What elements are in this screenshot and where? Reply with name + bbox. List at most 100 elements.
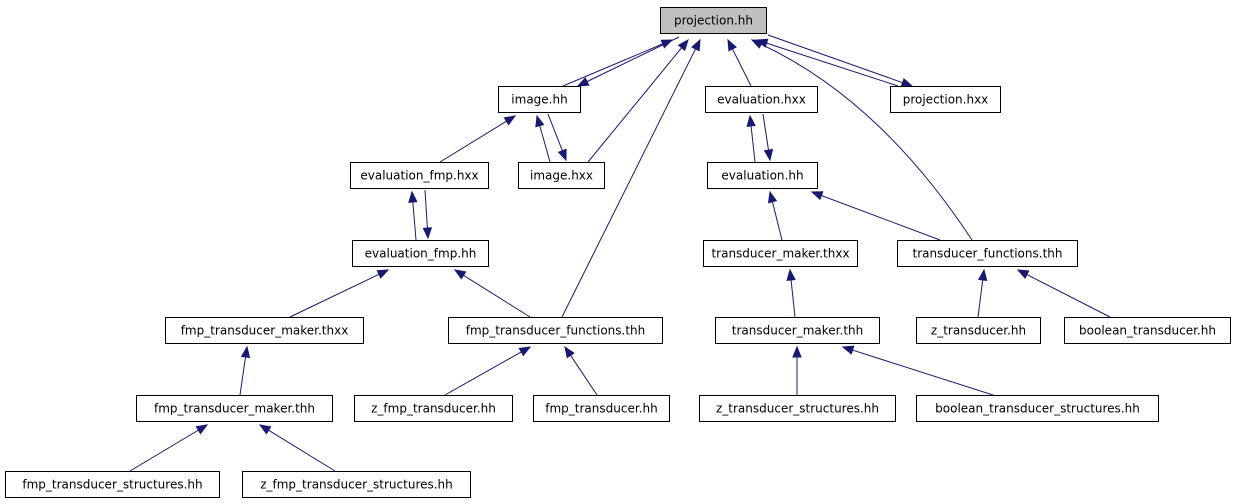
- node-box: [916, 317, 1041, 344]
- node-label: z_transducer.hh: [931, 324, 1026, 338]
- node-label: z_transducer_structures.hh: [716, 402, 879, 416]
- arrowhead-icon: [258, 424, 272, 435]
- edge-line: [852, 349, 994, 396]
- edge-transducer_maker_thh-to-transducer_maker_thxx: [786, 268, 796, 318]
- node-label: evaluation.hh: [721, 169, 803, 183]
- edge-line: [586, 36, 680, 83]
- edge-fmp_transducer_structures_hh-to-fmp_transducer_maker_thh: [129, 424, 209, 472]
- node-label: transducer_maker.thxx: [711, 247, 849, 261]
- node-boolean-transducer-structures-hh[interactable]: boolean_transducer_structures.hh: [916, 395, 1159, 422]
- node-label: projection.hxx: [903, 93, 989, 107]
- arrowhead-icon: [746, 114, 756, 127]
- node-transducer-maker-thxx[interactable]: transducer_maker.thxx: [703, 240, 858, 267]
- arrowhead-icon: [786, 268, 796, 281]
- edge-line: [129, 429, 199, 472]
- edge-line: [444, 351, 522, 396]
- edge-image_hxx-to-projection_hh: [587, 38, 689, 163]
- edge-fmp_transducer_hh-to-fmp_transducer_functions_thh: [564, 345, 598, 396]
- node-label: projection.hh: [674, 14, 753, 28]
- arrowhead-icon: [240, 345, 251, 359]
- arrowhead-icon: [453, 269, 467, 280]
- edge-line: [463, 274, 531, 318]
- edge-line: [539, 125, 551, 163]
- node-projection-hh[interactable]: projection.hh: [660, 7, 767, 34]
- node-z-fmp-transducer-hh[interactable]: z_fmp_transducer.hh: [354, 395, 513, 422]
- graph-edges: [129, 34, 1111, 472]
- edge-transducer_functions_thh-to-evaluation_hh: [810, 191, 941, 241]
- node-label: z_fmp_transducer_structures.hh: [260, 478, 453, 492]
- graph-nodes: projection.hh image.hh evaluation.hxx proje…: [5, 7, 1231, 498]
- arrowhead-icon: [677, 38, 689, 52]
- edge-projection_hh-to-image_hh: [576, 36, 680, 87]
- node-fmp-transducer-maker-thxx[interactable]: fmp_transducer_maker.thxx: [165, 317, 364, 344]
- node-label: fmp_transducer_structures.hh: [22, 478, 202, 492]
- edge-line: [439, 120, 507, 163]
- node-evaluation-hxx[interactable]: evaluation.hxx: [705, 86, 818, 113]
- edge-line: [766, 42, 899, 87]
- arrowhead-icon: [503, 115, 517, 126]
- node-transducer-functions-thh[interactable]: transducer_functions.thh: [897, 240, 1078, 267]
- node-fmp-transducer-functions-thh[interactable]: fmp_transducer_functions.thh: [448, 317, 663, 344]
- edge-evaluation_fmp_hxx-to-image_hh: [439, 115, 517, 163]
- node-z-transducer-hh[interactable]: z_transducer.hh: [916, 317, 1041, 344]
- node-label: fmp_transducer_functions.thh: [466, 324, 646, 338]
- node-boolean-transducer-hh[interactable]: boolean_transducer.hh: [1064, 317, 1231, 344]
- arrowhead-icon: [755, 38, 769, 48]
- edge-line: [767, 34, 903, 84]
- node-transducer-maker-thh[interactable]: transducer_maker.thh: [715, 317, 880, 344]
- node-box: [350, 162, 489, 189]
- node-label: fmp_transducer_maker.thh: [154, 402, 315, 416]
- node-box: [705, 86, 818, 113]
- arrowhead-icon: [691, 38, 701, 52]
- edge-z_fmp_transducer_structures_hh-to-fmp_transducer_maker_thh: [258, 424, 336, 472]
- node-evaluation-hh[interactable]: evaluation.hh: [707, 162, 818, 189]
- edge-line: [821, 195, 941, 241]
- edge-line: [977, 279, 984, 318]
- node-box: [897, 240, 1078, 267]
- node-box: [165, 317, 364, 344]
- arrowhead-icon: [195, 424, 209, 435]
- node-projection-hxx[interactable]: projection.hxx: [890, 86, 1001, 113]
- node-box: [916, 395, 1159, 422]
- arrowhead-icon: [376, 269, 390, 279]
- edge-z_fmp_transducer_hh-to-fmp_transducer_functions_thh: [444, 346, 532, 396]
- edge-line: [562, 43, 663, 87]
- edge-line: [760, 43, 973, 241]
- node-box: [498, 86, 581, 113]
- edge-line: [239, 356, 247, 396]
- arrowhead-icon: [841, 345, 855, 355]
- arrowhead-icon: [977, 268, 988, 282]
- node-fmp-transducer-maker-thh[interactable]: fmp_transducer_maker.thh: [136, 395, 333, 422]
- arrowhead-icon: [763, 148, 774, 162]
- node-evaluation-fmp-hh[interactable]: evaluation_fmp.hh: [352, 240, 489, 267]
- node-evaluation-fmp-hxx[interactable]: evaluation_fmp.hxx: [350, 162, 489, 189]
- node-fmp-transducer-structures-hh[interactable]: fmp_transducer_structures.hh: [5, 471, 220, 498]
- node-z-transducer-structures-hh[interactable]: z_transducer_structures.hh: [699, 395, 896, 422]
- edge-fmp_transducer_functions_thh-to-evaluation_fmp_hh: [453, 269, 531, 318]
- edge-line: [750, 125, 756, 163]
- edge-fmp_transducer_maker_thxx-to-evaluation_fmp_hh: [289, 269, 390, 318]
- node-label: boolean_transducer.hh: [1079, 324, 1216, 338]
- edge-evaluation_fmp_hh-to-evaluation_fmp_hxx: [408, 190, 418, 241]
- node-label: evaluation_fmp.hxx: [360, 169, 478, 183]
- edge-line: [570, 355, 598, 396]
- node-box: [242, 471, 471, 498]
- node-z-fmp-transducer-structures-hh[interactable]: z_fmp_transducer_structures.hh: [242, 471, 471, 498]
- node-box: [136, 395, 333, 422]
- arrowhead-icon: [767, 190, 778, 204]
- node-label: evaluation.hxx: [717, 93, 806, 107]
- arrowhead-icon: [576, 77, 590, 87]
- edge-line: [412, 201, 417, 241]
- node-image-hh[interactable]: image.hh: [498, 86, 581, 113]
- edge-projection_hh-to-projection_hxx: [767, 34, 914, 87]
- node-box: [707, 162, 818, 189]
- node-image-hxx[interactable]: image.hxx: [518, 162, 605, 189]
- edge-fmp_transducer_maker_thh-to-fmp_transducer_maker_thxx: [239, 345, 251, 396]
- node-fmp-transducer-hh[interactable]: fmp_transducer.hh: [533, 395, 670, 422]
- edge-line: [587, 47, 683, 163]
- edge-line: [790, 279, 796, 318]
- edge-transducer_maker_thxx-to-evaluation_hh: [767, 190, 783, 241]
- node-label: transducer_functions.thh: [913, 247, 1063, 261]
- arrowhead-icon: [422, 227, 433, 240]
- arrowhead-icon: [564, 345, 575, 359]
